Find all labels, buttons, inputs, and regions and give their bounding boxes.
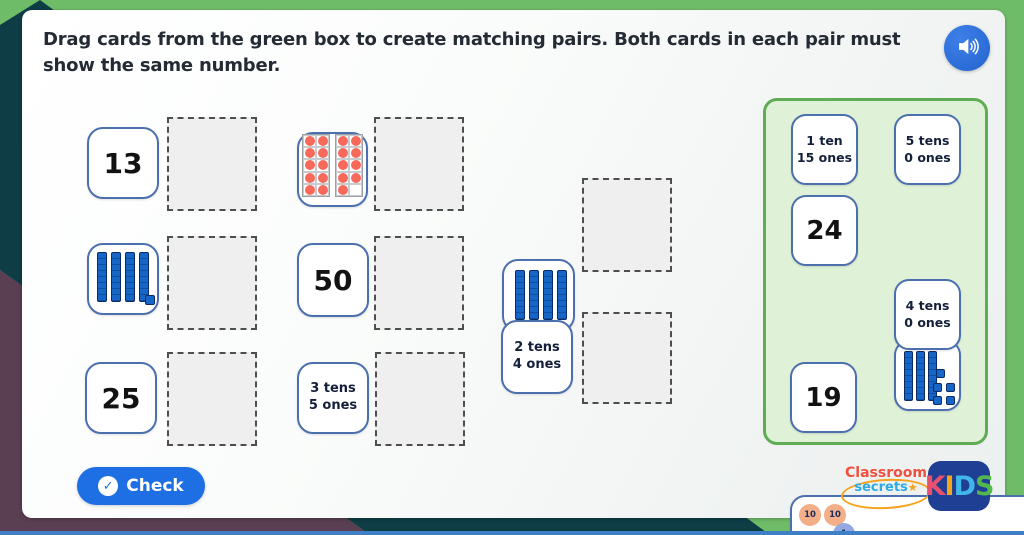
bottom-accent-line (0, 531, 1024, 535)
board-card-13: 13 (87, 127, 159, 199)
tray-card-1ten15ones[interactable]: 1 ten 15 ones (791, 114, 858, 185)
card-number: 25 (101, 381, 141, 415)
check-icon: ✓ (98, 476, 119, 496)
drop-target-25[interactable] (167, 352, 257, 446)
tray-card-24[interactable]: 24 (791, 195, 858, 266)
drop-target-41[interactable] (167, 236, 257, 330)
drop-target-40[interactable] (582, 178, 672, 272)
drop-target-24[interactable] (582, 312, 672, 404)
logo-text-secrets: secrets★ (854, 479, 918, 495)
card-text: 2 tens 4 ones (512, 340, 562, 372)
card-number: 50 (313, 263, 353, 297)
classroom-secrets-logo: Classroom secrets★ (840, 465, 932, 512)
card-text: 1 ten 15 ones (796, 133, 853, 165)
tray-card-4tens0ones[interactable]: 4 tens 0 ones (894, 279, 961, 350)
card-text: 5 tens 0 ones (904, 133, 951, 165)
check-label: Check (126, 476, 184, 496)
card-text: 4 tens 0 ones (904, 298, 951, 330)
drop-target-50[interactable] (374, 236, 464, 330)
card-text: 3 tens 5 ones (308, 381, 358, 413)
logo-text-classroom: Classroom (845, 465, 927, 481)
board-card-25: 25 (85, 362, 157, 434)
tray-card-5tens0ones[interactable]: 5 tens 0 ones (894, 114, 961, 185)
drop-target-35[interactable] (375, 352, 465, 446)
card-number: 19 (805, 382, 842, 413)
audio-button[interactable] (944, 25, 990, 71)
tray-card-35-base10[interactable] (894, 340, 961, 411)
drop-target-13[interactable] (167, 117, 257, 211)
board-card-2tens4ones: 2 tens 4 ones (501, 320, 573, 394)
tray-card-19[interactable]: 19 (790, 362, 857, 433)
board-card-19-tenframe (297, 132, 368, 207)
check-button[interactable]: ✓ Check (77, 467, 205, 505)
drop-target-19[interactable] (374, 117, 464, 211)
card-number: 13 (103, 146, 143, 180)
instruction-text: Drag cards from the green box to create … (43, 29, 901, 77)
board-card-41-base10 (87, 243, 159, 315)
board-card-50: 50 (297, 243, 369, 317)
star-icon: ★ (907, 480, 918, 494)
board-card-3tens5ones: 3 tens 5 ones (297, 362, 369, 434)
speaker-icon (954, 33, 981, 64)
card-number: 24 (806, 215, 843, 246)
